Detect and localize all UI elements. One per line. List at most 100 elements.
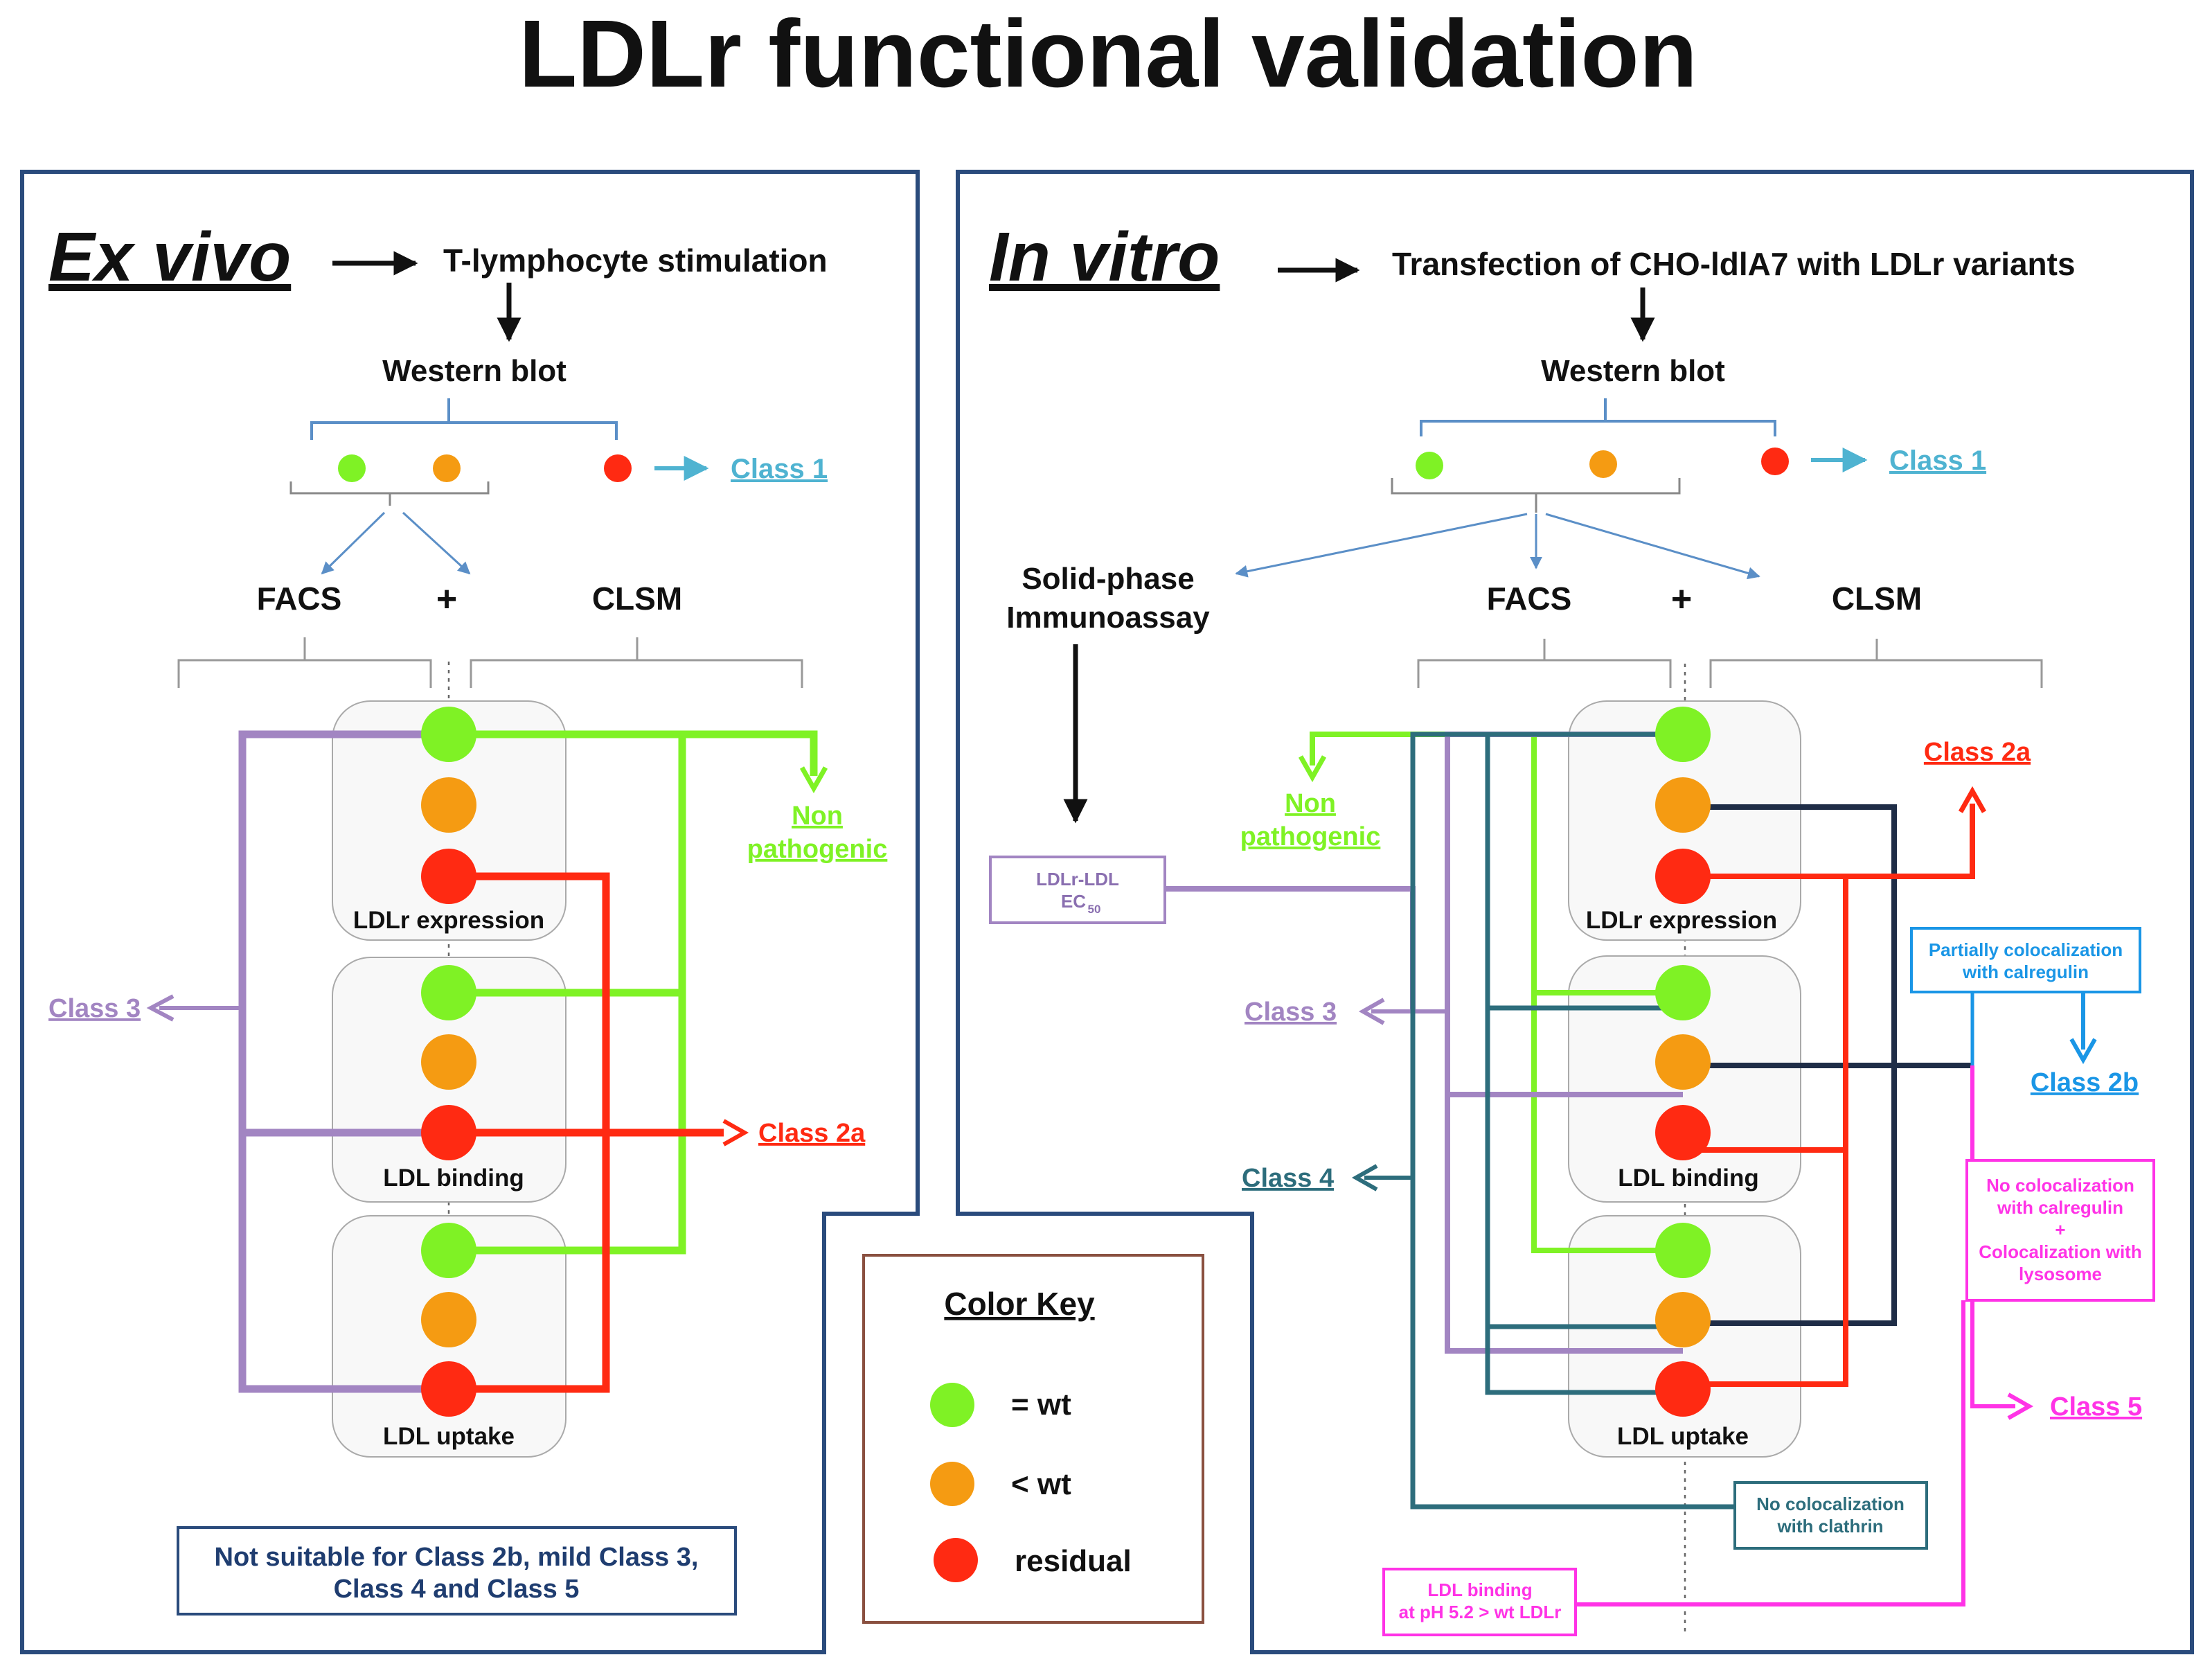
class1-label: Class 1 [1889,445,1986,476]
residual-key-dot [934,1538,978,1582]
wt-dot [338,454,366,482]
wt-dot [421,707,476,762]
lt-wt-dot [1655,1292,1711,1347]
class2b-line [1683,804,1972,1326]
lt-wt-dot [421,777,476,833]
western-blot-label: Western blot [1541,354,1725,388]
arrow-icon [799,766,828,794]
residual-dot [421,849,476,904]
color-key: Color Key = wt < wt residual [862,1254,1204,1624]
ph-box [1382,1568,1577,1636]
wt-dot [421,1223,476,1278]
no-coloc-box [1965,1159,2155,1302]
in-vitro-step: Transfection of CHO-ldlA7 with LDLr vari… [1392,246,2076,282]
clathrin-box [1733,1481,1928,1550]
clathrin-label: with clathrin [1776,1516,1883,1537]
lt-wt-dot [433,454,461,482]
wt-dot [1416,452,1443,479]
no-coloc-label: Colocalization with [1979,1241,2141,1262]
panel-label: LDL uptake [1617,1423,1749,1450]
panel-label: LDLr expression [1586,907,1777,934]
western-blot-label: Western blot [382,354,567,388]
residual-dot [1655,849,1711,904]
clsm-label: CLSM [1832,581,1922,617]
residual-dot [1655,1105,1711,1160]
ec50-box [989,856,1166,924]
class2a-line [1683,804,1975,1387]
ec50-subscript: 50 [1088,903,1101,916]
lt-wt-key-label: < wt [1011,1467,1071,1501]
class2a-label: Class 2a [758,1119,866,1148]
lt-wt-key-dot [930,1462,974,1506]
arrow-icon [1358,998,1385,1025]
lower-bracket [1391,478,1681,513]
arrow-icon [2069,1038,2097,1065]
class3-line [238,730,449,1393]
partial-coloc-box [1910,927,2141,993]
solid-phase-label: Immunoassay [1006,601,1210,635]
method-bracket [1417,639,2043,688]
wt-dot [421,965,476,1020]
wt-dot [1655,1223,1711,1278]
arrow-icon [146,994,175,1022]
ph-label: at pH 5.2 > wt LDLr [1399,1602,1562,1622]
nonpath-label: Non [792,802,843,831]
wt-key-label: = wt [1011,1388,1071,1422]
class5-label: Class 5 [2050,1392,2142,1422]
partial-coloc-label: Partially colocalization [1929,939,2123,960]
nonpath-label: pathogenic [747,835,888,864]
arrow-icon [1351,1164,1378,1192]
wt-dot [1655,707,1711,762]
arrow-icon [1958,786,1987,813]
ec50-label: LDLr-LDL [1036,869,1119,889]
color-key-title: Color Key [944,1286,1095,1322]
arrow-icon [722,1119,749,1147]
solid-phase-label: Solid-phase [1022,562,1194,596]
class1-label: Class 1 [731,454,828,484]
ex-vivo-step: T-lymphocyte stimulation [443,242,828,278]
in-vitro-frame [956,170,2194,1654]
wt-dot [1655,965,1711,1020]
class2a-line [449,872,724,1393]
no-coloc-label: with calregulin [1997,1197,2123,1218]
class4-line [1410,732,1735,1510]
nonpath-label: Non [1285,789,1336,818]
lt-wt-dot [1589,450,1617,478]
ex-vivo-note-box [177,1526,737,1616]
ex-vivo-note: Not suitable for Class 2b, mild Class 3, [215,1543,699,1572]
partial-coloc-label: with calregulin [1962,962,2089,982]
residual-dot [421,1361,476,1417]
residual-dot [1761,448,1789,475]
residual-dot [604,454,632,482]
nonpath-label: pathogenic [1240,822,1381,851]
ph-label: LDL binding [1427,1579,1532,1600]
no-coloc-label: lysosome [2019,1264,2102,1284]
residual-dot [421,1105,476,1160]
lt-wt-dot [421,1292,476,1347]
main-title: LDLr functional validation [519,1,1697,107]
ex-vivo-heading: Ex vivo [48,218,291,296]
panel-label: LDL uptake [383,1423,515,1450]
arrow-icon [2007,1392,2034,1420]
blot-bracket [1420,398,1776,436]
ex-vivo-frame [20,170,920,1654]
tree-arrow [1545,513,1760,580]
color-key-frame [862,1254,1204,1624]
facs-label: FACS [1487,581,1572,617]
lt-wt-dot [421,1034,476,1090]
no-coloc-label: No colocalization [1986,1175,2134,1196]
blot-bracket [310,398,618,440]
ec50-label: EC [1061,891,1086,912]
panel-label: LDL binding [383,1165,524,1192]
arrow-icon [1298,755,1327,783]
class2b-label: Class 2b [2031,1068,2139,1097]
clathrin-label: No colocalization [1756,1494,1905,1514]
residual-dot [1655,1361,1711,1417]
lt-wt-dot [1655,1034,1711,1090]
tree-arrow [1235,513,1528,578]
lower-bracket [289,481,490,506]
class2a-label: Class 2a [1924,738,2031,767]
class3-label: Class 3 [1245,998,1337,1027]
in-vitro-section: In vitro Transfection of CHO-ldlA7 with … [989,218,2155,1636]
